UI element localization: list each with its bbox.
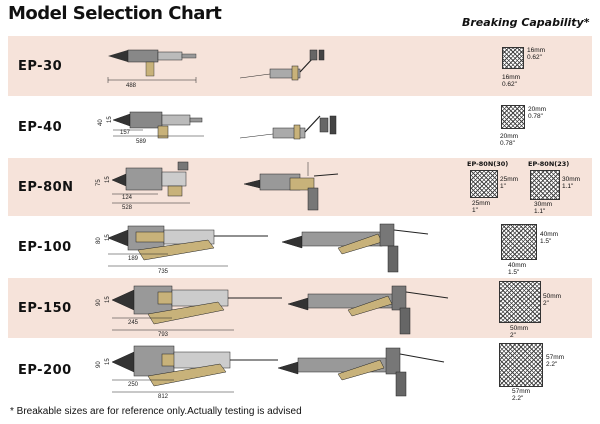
ep-80n-23-label: EP-80N(23): [528, 160, 570, 168]
ep-80n-side-view: [111, 161, 190, 204]
ep-150-short-length-label: 245: [128, 320, 139, 326]
ep-200-length-label: 812: [158, 394, 169, 400]
ep-80n-23-section-box: [530, 170, 560, 200]
ep-100-short-length-label: 189: [128, 256, 139, 262]
ep-40-height-label: 40: [98, 119, 104, 126]
model-row-ep-100: EP-100 80 15 189 735: [8, 218, 592, 276]
ep-80n-length-label: 528: [122, 205, 133, 211]
footnote: * Breakable sizes are for reference only…: [10, 406, 302, 417]
ep-80n-tip-label: 15: [105, 176, 111, 183]
ep-200-drawing: 90 15 250 812: [96, 345, 445, 400]
ep-30-drawing: 488: [107, 49, 325, 89]
breaking-capability-title: Breaking Capability*: [462, 16, 590, 29]
model-row-ep-40: EP-40 40 15 157 589: [8, 98, 592, 156]
ep-80n-drawing: 75 15 124 528: [96, 161, 339, 211]
ep-150-iso-view: [287, 285, 449, 335]
ep-80n-30-label: EP-80N(30): [467, 160, 509, 168]
ep-100-length-label: 735: [158, 269, 169, 275]
ep-80n-iso-view: [243, 162, 339, 211]
ep-150-section-box: [499, 281, 541, 323]
ep-30-iso-view: [239, 49, 325, 81]
ep-80n-30-section-box: [470, 170, 498, 198]
model-name: EP-200: [18, 363, 72, 378]
ep-40-side-view: [112, 111, 204, 139]
ep-40-length-label: 589: [136, 139, 147, 145]
ep-100-drawing: 80 15 189 735: [96, 223, 429, 275]
ep-30-length-label: 488: [126, 83, 137, 89]
model-name: EP-30: [18, 59, 63, 74]
model-name: EP-100: [18, 240, 72, 255]
ep-100-iso-view: [281, 223, 429, 273]
ep-200-tip-label: 15: [105, 358, 111, 365]
ep-200-iso-view: [277, 347, 445, 397]
ep-150-height-label: 90: [96, 299, 102, 306]
model-name: EP-40: [18, 120, 63, 135]
ep-200-section-box: [499, 343, 543, 387]
model-row-ep-200: EP-200 90 15 250 812: [8, 340, 592, 400]
ep-150-drawing: 90 15 245 793: [96, 285, 449, 338]
ep-30-section-box: [502, 47, 524, 69]
ep-40-iso-view: [239, 115, 337, 140]
model-name: EP-150: [18, 301, 72, 316]
ep-80n-short-length-label: 124: [122, 195, 133, 201]
model-row-ep-150: EP-150 90 15 245 793: [8, 278, 592, 338]
ep-40-short-length-label: 157: [120, 130, 131, 136]
ep-100-height-label: 80: [96, 237, 102, 244]
ep-40-drawing: 40 15 157 589: [98, 111, 337, 145]
ep-30-side-view: [107, 49, 197, 83]
ep-150-length-label: 793: [158, 332, 169, 338]
ep-40-section-box: [501, 105, 525, 129]
ep-100-section-box: [501, 224, 537, 260]
ep-200-side-view: [111, 345, 278, 393]
page-title: Model Selection Chart: [8, 3, 222, 24]
ep-100-tip-label: 15: [105, 234, 111, 241]
ep-150-tip-label: 15: [105, 296, 111, 303]
ep-80n-height-label: 75: [96, 179, 102, 186]
model-row-ep-30: EP-30 488: [8, 36, 592, 96]
ep-150-side-view: [111, 285, 282, 331]
ep-200-short-length-label: 250: [128, 382, 139, 388]
model-name: EP-80N: [18, 180, 74, 195]
ep-100-side-view: [107, 225, 268, 267]
ep-40-tip-label: 15: [107, 116, 113, 123]
ep-200-height-label: 90: [96, 361, 102, 368]
